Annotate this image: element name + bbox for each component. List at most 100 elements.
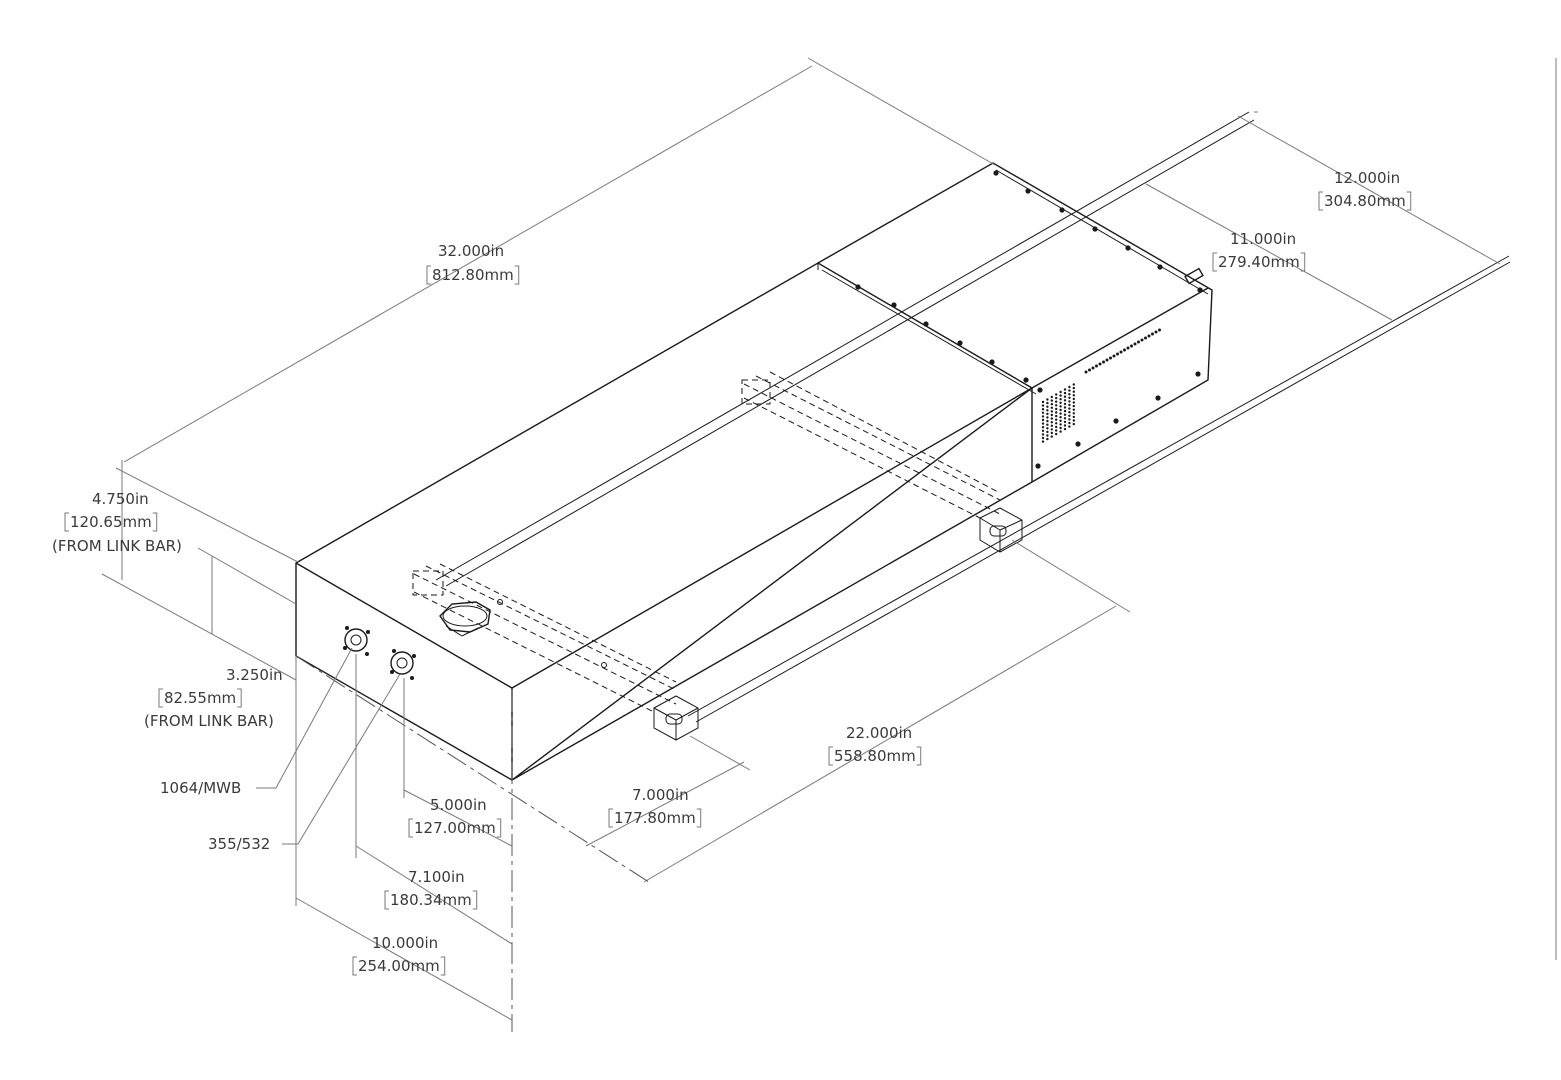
- port-1064-icon: [343, 626, 370, 656]
- dim-22-mm: 558.80mm: [834, 747, 916, 765]
- grille-hole: [1046, 423, 1049, 426]
- top-fitting-icon: [439, 599, 607, 668]
- rear-lid-seam: [821, 269, 1037, 395]
- grille-hole: [1059, 412, 1062, 415]
- grille-hole: [1063, 420, 1067, 424]
- grille-hole: [1050, 421, 1054, 424]
- grille-hole: [1059, 405, 1062, 408]
- mm-bracket: [152, 512, 158, 532]
- dim-32-mm: 812.80mm: [432, 266, 514, 284]
- vent-hole: [1133, 342, 1137, 346]
- dim-5-in: 5.000in: [430, 796, 487, 814]
- grille-hole: [1046, 430, 1049, 434]
- grille-hole: [1041, 408, 1045, 411]
- grille-hole: [1050, 417, 1054, 420]
- rear-connector-icon: [1184, 267, 1204, 285]
- grille-hole: [1063, 409, 1067, 413]
- rear-bar-hidden-4: [743, 397, 981, 519]
- grille-hole: [1041, 418, 1045, 422]
- grille-hole: [1041, 404, 1045, 407]
- dim-4750-in: 4.750in: [92, 490, 149, 508]
- grille-hole: [1072, 419, 1076, 422]
- grille-hole: [1068, 414, 1071, 417]
- vent-hole: [1091, 366, 1095, 370]
- grille-hole: [1041, 400, 1045, 404]
- front-bar-end: [412, 570, 444, 596]
- dim-3250-mm: 82.55mm: [164, 689, 236, 707]
- vent-hole: [1147, 334, 1151, 338]
- vent-hole: [1116, 352, 1119, 356]
- grille-hole: [1063, 388, 1067, 391]
- dim-11-mm: 279.40mm: [1218, 253, 1300, 271]
- grille-hole: [1063, 427, 1067, 431]
- grille-hole: [1068, 425, 1071, 428]
- dim-3250-in: 3.250in: [226, 666, 283, 684]
- vent-hole: [1144, 336, 1147, 340]
- vent-hole: [1151, 332, 1154, 336]
- top-right-edge: [511, 387, 1033, 689]
- grille-hole: [1055, 422, 1058, 425]
- grille-hole: [1046, 427, 1049, 430]
- grille-hole: [1068, 385, 1071, 389]
- grille-hole: [1059, 416, 1062, 419]
- rear-top-edge: [1031, 287, 1209, 389]
- mm-bracket: [426, 265, 431, 285]
- grille-hole: [1055, 432, 1058, 436]
- grille-hole: [1063, 424, 1067, 427]
- vent-hole: [1137, 340, 1140, 344]
- dim-11-in: 11.000in: [1230, 230, 1296, 248]
- grille-hole: [1041, 422, 1045, 425]
- grille-hole: [1072, 390, 1076, 393]
- mm-bracket: [514, 265, 520, 285]
- grille-hole: [1046, 405, 1049, 408]
- grille-hole: [1059, 401, 1062, 404]
- rail-line-1: [435, 111, 1250, 581]
- mm-bracket: [64, 512, 69, 532]
- mm-bracket: [408, 818, 413, 838]
- port-355-icon: [390, 649, 416, 680]
- rear-lid-seam-2: [995, 169, 1209, 295]
- dim-12-in: 12.000in: [1334, 169, 1400, 187]
- mm-bracket: [158, 688, 163, 708]
- dim-22-in: 22.000in: [846, 724, 912, 742]
- grille-hole: [1072, 415, 1076, 419]
- grille-hole: [1063, 402, 1067, 406]
- mm-bracket: [384, 890, 389, 910]
- grille-hole: [1041, 433, 1045, 436]
- dimension-lines: [101, 57, 1501, 1032]
- grille-hole: [1068, 396, 1071, 399]
- vent-hole: [1126, 346, 1130, 350]
- grille-hole: [1050, 406, 1054, 409]
- grille-hole: [1063, 406, 1067, 409]
- grille-hole: [1041, 411, 1045, 414]
- grille-hole: [1068, 393, 1071, 396]
- bottom-right-edge: [511, 481, 1033, 781]
- grille-hole: [1046, 419, 1049, 423]
- rear-enclosure-outline: [817, 162, 1213, 483]
- fan-grille: [1041, 383, 1076, 443]
- grille-hole: [1059, 419, 1062, 422]
- grille-hole: [1059, 398, 1062, 401]
- mm-bracket: [1300, 252, 1306, 272]
- dim-71-mm: 180.34mm: [390, 891, 472, 909]
- front-bar-hidden-4: [413, 591, 655, 713]
- grille-hole: [1046, 434, 1049, 437]
- grille-hole: [1059, 394, 1062, 397]
- rear-bar-hidden-2: [755, 375, 1001, 501]
- grille-hole: [1050, 395, 1054, 399]
- grille-hole: [1055, 414, 1058, 418]
- mm-bracket: [696, 808, 702, 828]
- front-bar-hidden-3: [439, 563, 677, 683]
- dim-71-in: 7.100in: [408, 868, 465, 886]
- mm-bracket: [237, 688, 242, 708]
- grille-hole: [1041, 440, 1045, 443]
- vent-hole: [1112, 354, 1116, 358]
- front-foot: [653, 695, 699, 741]
- grille-hole: [1068, 403, 1071, 407]
- grille-hole: [1050, 413, 1054, 417]
- vent-hole: [1088, 368, 1091, 372]
- vent-hole: [1105, 358, 1109, 362]
- grille-hole: [1055, 418, 1058, 421]
- grille-hole: [1059, 426, 1062, 430]
